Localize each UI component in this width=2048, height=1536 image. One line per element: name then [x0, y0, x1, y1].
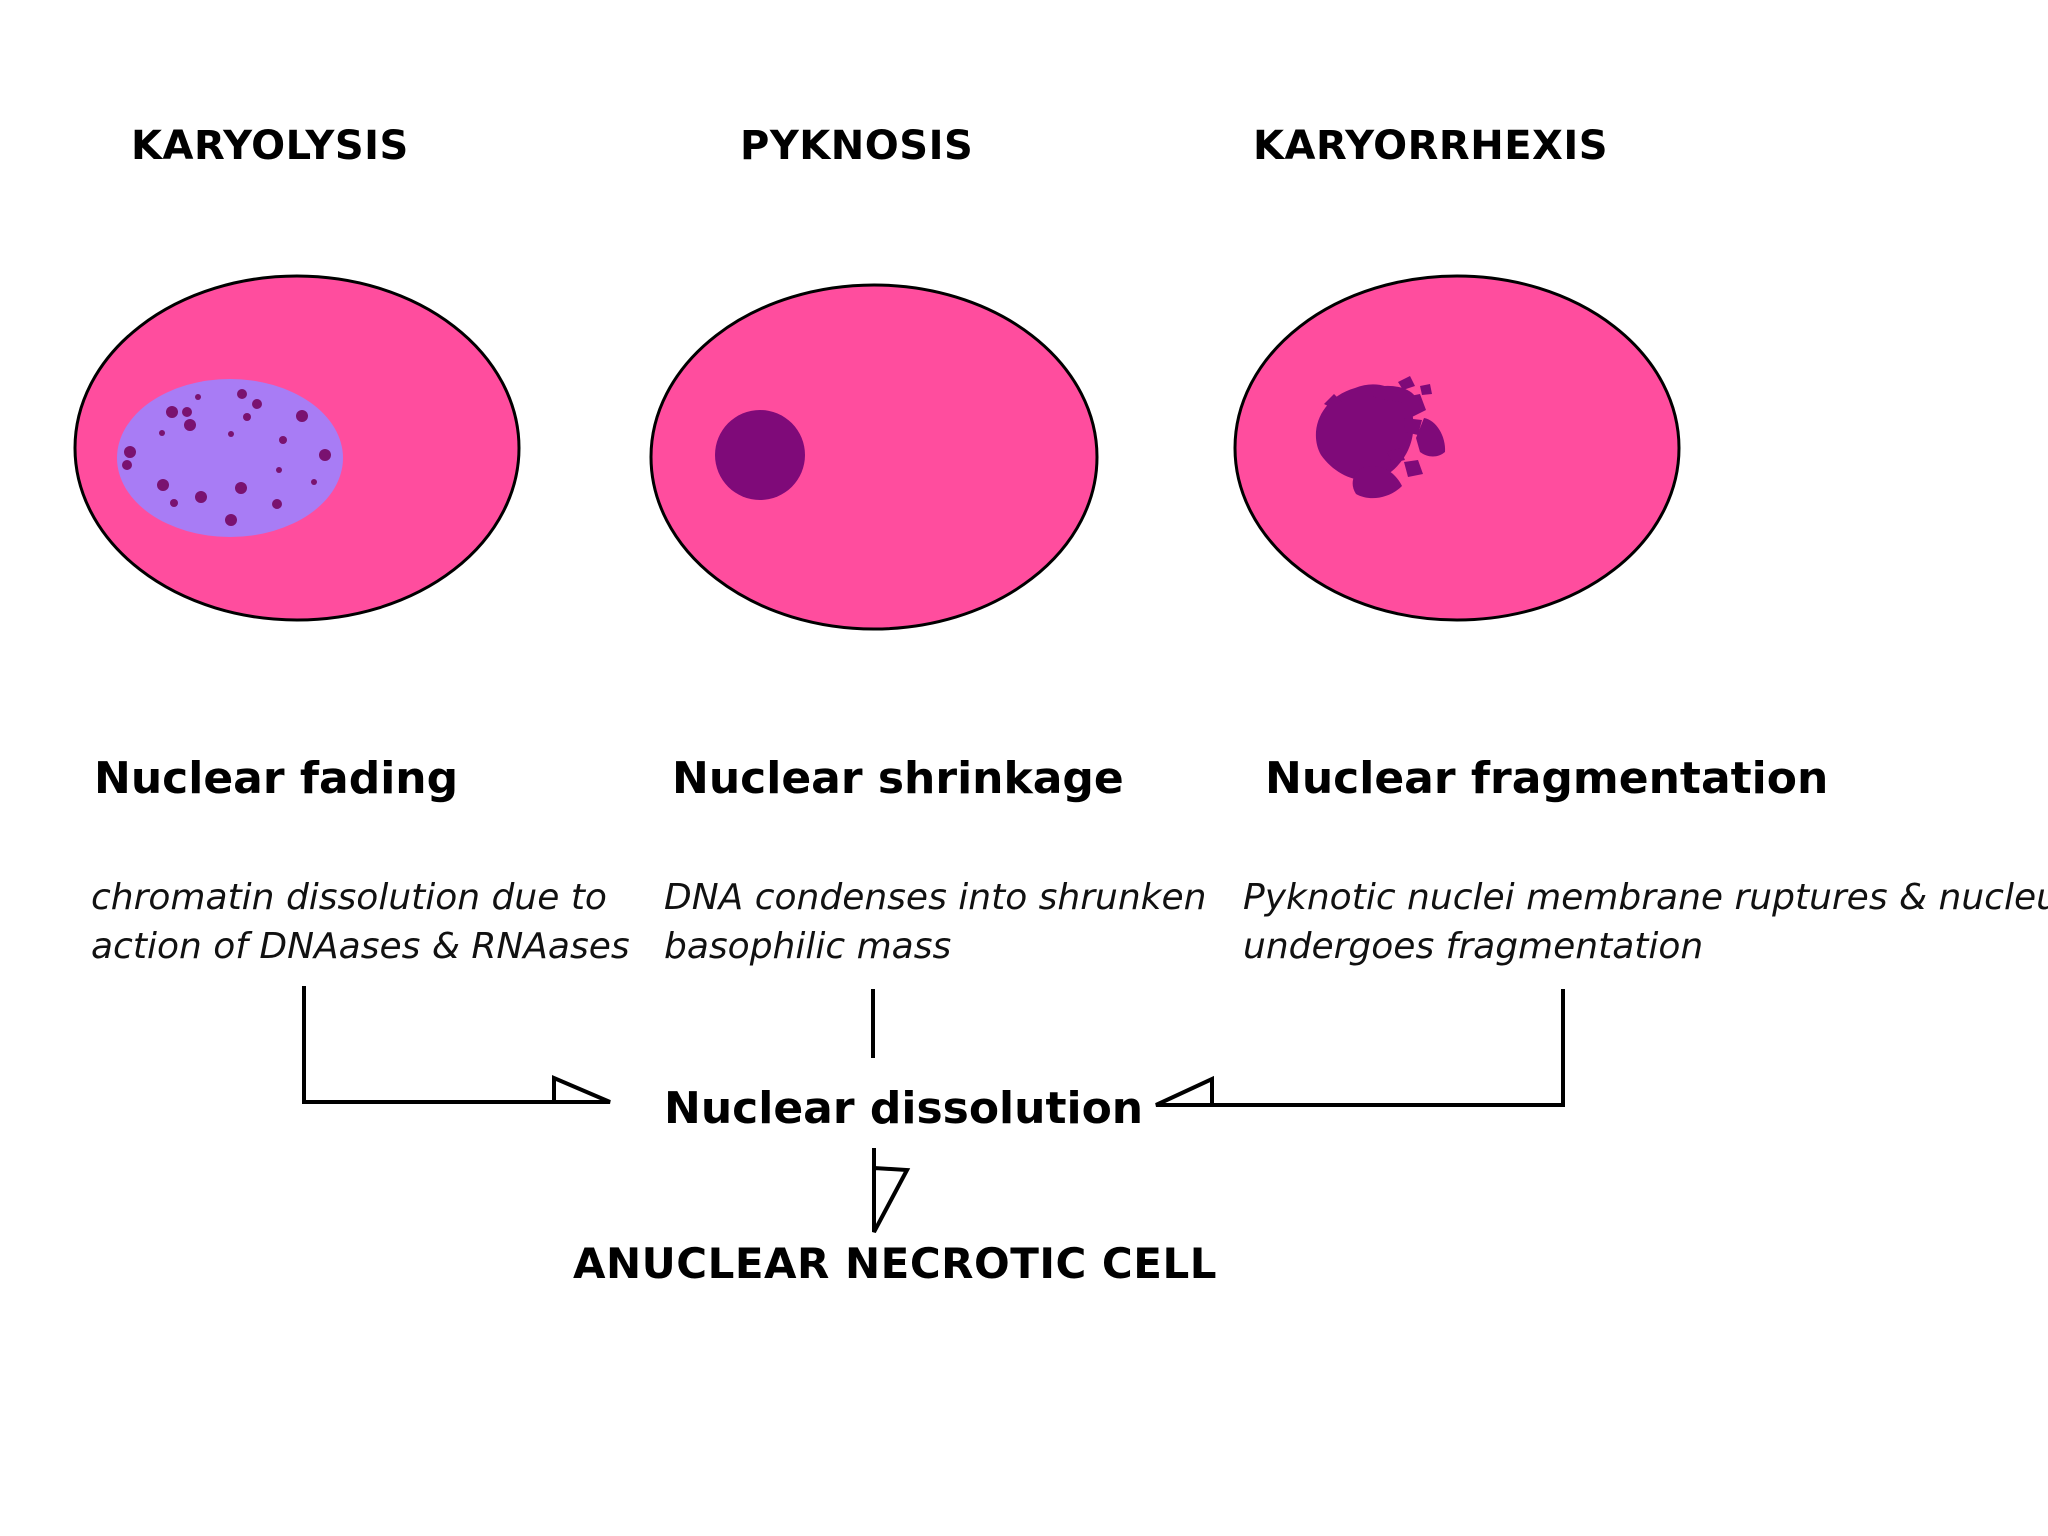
subtitle-nuclear-shrinkage: Nuclear shrinkage: [672, 753, 1124, 804]
cell-body: [649, 283, 1099, 631]
stage-title-karyolysis: KARYOLYSIS: [131, 123, 409, 169]
flow-connectors: [302, 986, 1565, 1233]
arrowhead-down: [872, 1165, 911, 1233]
pyknosis-cell: [649, 283, 1099, 631]
shrunken-nucleus: [715, 410, 805, 500]
faded-nucleus: [117, 379, 343, 537]
result-nuclear-dissolution: Nuclear dissolution: [664, 1083, 1144, 1134]
fragmented-nucleus: [1315, 376, 1446, 499]
cell-body: [1233, 274, 1681, 622]
stage-title-pyknosis: PYKNOSIS: [740, 123, 974, 169]
karyolysis-cell: [73, 274, 521, 622]
subtitle-nuclear-fragmentation: Nuclear fragmentation: [1265, 753, 1829, 804]
final-anuclear-necrotic-cell: ANUCLEAR NECROTIC CELL: [573, 1239, 1217, 1288]
description-pyknosis: DNA condenses into shrunken basophilic m…: [664, 877, 1207, 967]
karyorrhexis-cell: [1233, 274, 1681, 622]
stage-title-karyorrhexis: KARYORRHEXIS: [1253, 123, 1609, 169]
arrowhead-right: [1155, 1075, 1214, 1107]
description-karyorrhexis: Pyknotic nuclei membrane ruptures & nucl…: [1243, 877, 2048, 967]
arrowhead-left: [552, 1074, 611, 1104]
connector-left: [302, 986, 554, 1104]
subtitle-nuclear-fading: Nuclear fading: [94, 753, 459, 804]
connector-right: [1212, 989, 1565, 1107]
description-karyolysis: chromatin dissolution due to action of D…: [91, 877, 630, 967]
chromatin-specks: [122, 389, 331, 526]
